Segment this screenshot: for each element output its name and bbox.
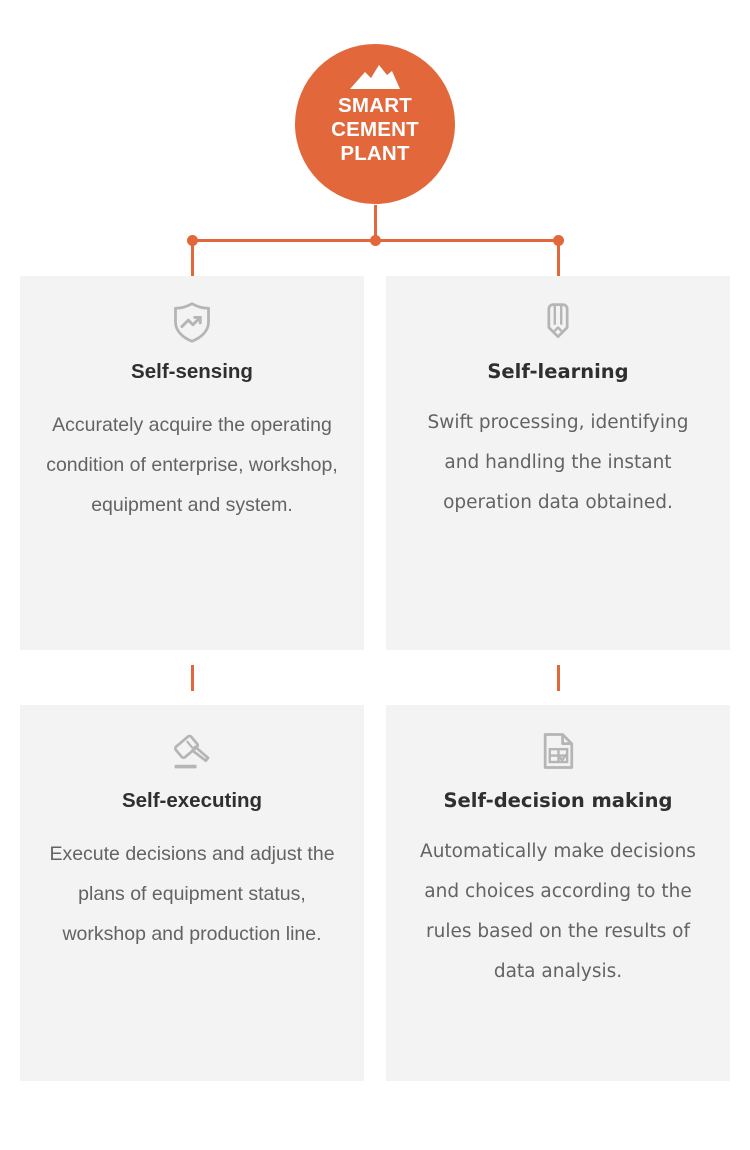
card-body: Execute decisions and adjust the plans o… [49, 842, 335, 945]
gavel-icon [173, 734, 210, 769]
connector-dot-right [553, 235, 564, 246]
card-self-sensing[interactable]: Self-sensing Accurately acquire the oper… [20, 276, 364, 650]
connector-hub-stem [374, 205, 377, 241]
smart-cement-plant-hub[interactable]: SMART CEMENT PLANT [295, 44, 455, 204]
card-body: Automatically make decisions and choices… [420, 841, 696, 983]
card-title: Self-sensing [131, 360, 253, 383]
card-self-decision-making[interactable]: Self-decision making Automatically make … [386, 705, 730, 1081]
pencil-icon [547, 303, 569, 339]
hub-title: SMART CEMENT PLANT [331, 94, 419, 165]
connector-link-right [557, 665, 560, 691]
card-body: Accurately acquire the operating conditi… [46, 413, 338, 516]
connector-dot-left [187, 235, 198, 246]
card-self-executing[interactable]: Self-executing Execute decisions and adj… [20, 705, 364, 1081]
card-title: Self-decision making [443, 789, 673, 812]
mountain-icon [350, 65, 400, 89]
card-body: Swift processing, identifying and handli… [427, 412, 689, 514]
card-title: Self-learning [487, 360, 629, 383]
connector-drop-right [557, 244, 560, 277]
card-self-learning[interactable]: Self-learning Swift processing, identify… [386, 276, 730, 650]
card-title: Self-executing [121, 789, 263, 812]
connector-link-left [191, 665, 194, 691]
connector-dot-center [370, 235, 381, 246]
connector-drop-left [191, 244, 194, 277]
document-table-check-icon [543, 733, 574, 769]
shield-trending-up-icon [174, 302, 210, 343]
